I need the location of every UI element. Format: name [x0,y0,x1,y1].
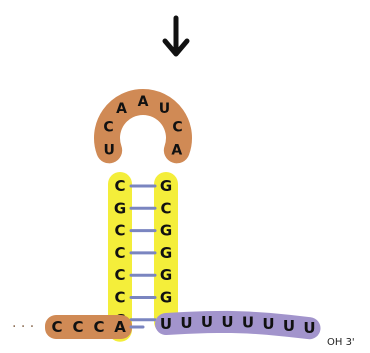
base-pair-bonds [129,184,157,322]
stem-left-base: G [114,199,126,217]
stem-left-base: C [114,289,125,307]
tail-3prime-base: U [262,315,274,333]
tail-3prime-base: U [283,317,295,335]
tail-5prime-strand [45,315,132,339]
tail-5prime-base: A [114,318,126,336]
tail-3prime-base: U [180,314,192,332]
tail-5prime-base: C [72,318,83,336]
stem-left-base: C [114,222,125,240]
loop-base: C [103,120,113,136]
tail-3prime-strand [155,310,321,340]
tail-3prime-base: U [303,319,315,337]
loop-base: A [138,94,149,110]
three-prime-end-label: OH 3' [327,337,355,348]
loop-base: C [172,120,182,136]
tail-5prime-base: C [93,318,104,336]
stem-right-base: G [160,266,172,284]
stem-right-base: G [160,177,172,195]
tail-5prime-dots: · · · [12,319,34,335]
stem-left-bases: CGCCCCC [114,177,126,329]
stem-left-base: C [114,266,125,284]
down-arrow-icon [162,15,190,57]
loop-base: U [103,142,114,158]
tail-5prime-base: C [51,318,62,336]
stem-right-strand [154,172,178,334]
loop-base: A [116,101,127,117]
stem-left-base: C [114,244,125,262]
tail-3prime-base: U [242,314,254,332]
stem-left-base: C [114,177,125,195]
tail-3prime-base: U [201,313,213,331]
loop-base: A [171,142,182,158]
loop-ring [94,89,192,164]
stem-right-base: C [160,199,171,217]
tail-3prime-base: U [160,315,172,333]
tail-3prime-base: U [221,313,233,331]
stem-right-base: G [160,244,172,262]
stem-left-strand [108,172,132,342]
stem-right-base: G [160,289,172,307]
stem-right-base: G [160,222,172,240]
loop-base: U [159,101,170,117]
